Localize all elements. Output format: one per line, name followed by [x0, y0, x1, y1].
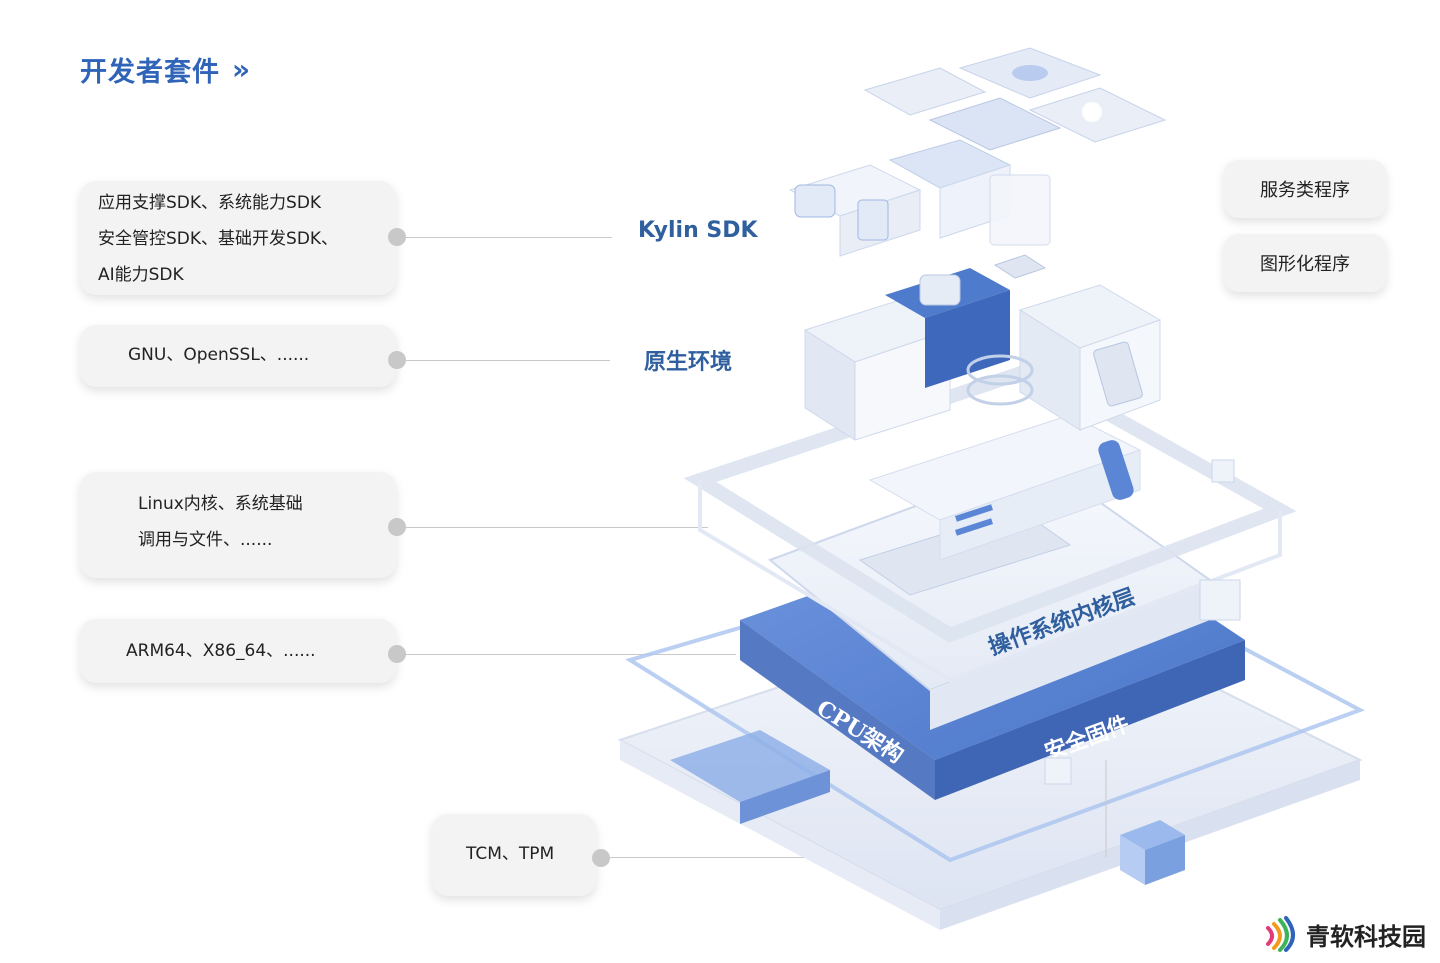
card-gui-programs: 图形化程序 [1224, 234, 1386, 292]
card-cpu-arch: ARM64、X86_64、...... [80, 619, 396, 683]
connector-dot [388, 645, 406, 663]
connector-dot [388, 518, 406, 536]
card-line: AI能力SDK [98, 265, 184, 285]
connector-dot [592, 849, 610, 867]
card-line: Linux内核、系统基础 [138, 494, 303, 514]
card-sdk-list: 应用支撑SDK、系统能力SDK 安全管控SDK、基础开发SDK、 AI能力SDK [80, 181, 396, 295]
security-chip-right [1120, 820, 1185, 885]
kernel-layer [768, 458, 1213, 730]
card-kernel: Linux内核、系统基础 调用与文件、...... [80, 472, 396, 578]
card-label: 图形化程序 [1260, 254, 1350, 275]
card-native-env: GNU、OpenSSL、...... [80, 325, 396, 387]
card-line: TCM、TPM [466, 844, 555, 864]
server-slab [868, 414, 1142, 561]
connector-line [396, 527, 708, 528]
connector-line [396, 237, 612, 238]
label-kylin-sdk: Kylin SDK [638, 218, 758, 243]
card-line: ARM64、X86_64、...... [126, 641, 316, 661]
qingruan-logo-icon [1266, 916, 1295, 952]
card-line: 安全管控SDK、基础开发SDK、 [98, 229, 339, 249]
card-line: 应用支撑SDK、系统能力SDK [98, 193, 322, 213]
security-chip-left [670, 730, 830, 824]
label-native-env: 原生环境 [644, 349, 733, 375]
double-chevron-right-icon: » [232, 53, 250, 86]
card-service-programs: 服务类程序 [1224, 160, 1386, 218]
page-title-text: 开发者套件 [80, 57, 220, 88]
watermark: 青软科技园 [1262, 914, 1426, 954]
connector-dot [388, 351, 406, 369]
connector-dot [388, 228, 406, 246]
architecture-stack-illustration: CPU架构 安全固件 操作系统内核层 [617, 47, 1365, 930]
card-label: 服务类程序 [1260, 180, 1350, 201]
sdk-app-icons [788, 139, 1051, 257]
connector-line [396, 654, 736, 655]
connector-line [396, 360, 610, 361]
native-env-blocks [803, 254, 1162, 441]
page-title: 开发者套件 » [80, 50, 250, 89]
card-firmware: TCM、TPM [432, 814, 596, 896]
card-line: GNU、OpenSSL、...... [128, 345, 310, 365]
top-floating-tiles [863, 47, 1167, 151]
floating-cubes [1044, 459, 1241, 785]
card-line: 调用与文件、...... [138, 530, 273, 550]
watermark-text: 青软科技园 [1306, 922, 1426, 951]
